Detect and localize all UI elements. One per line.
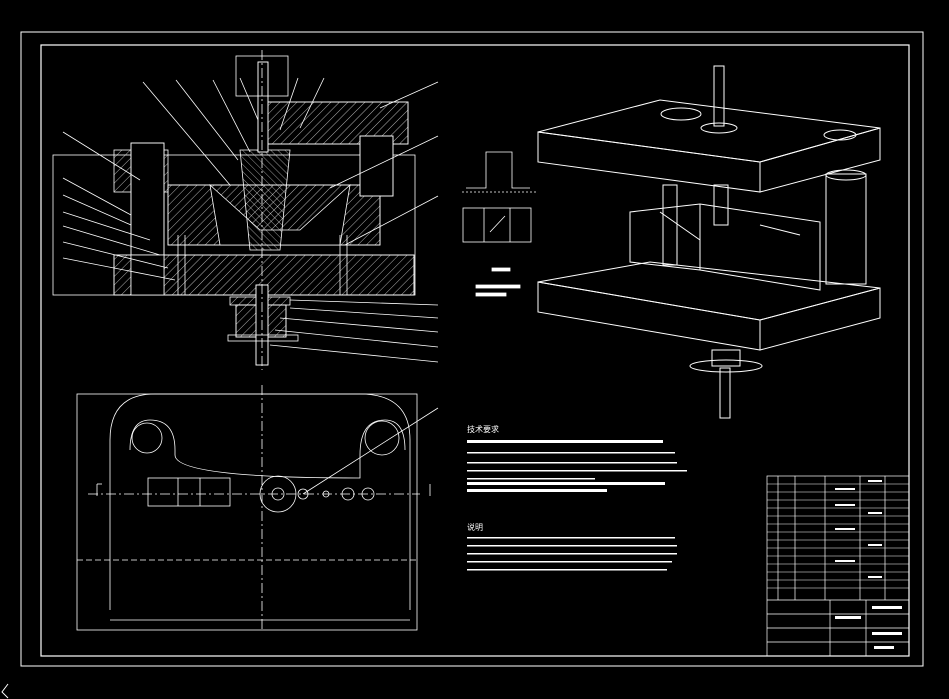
part-sketch (462, 151, 538, 297)
tech-heading: 技术要求 (467, 425, 499, 434)
inner-border (40, 44, 910, 657)
notes-block (467, 440, 687, 571)
section-view (52, 50, 439, 370)
title-block-rows (767, 483, 909, 589)
note-heading: 说明 (467, 523, 483, 532)
plan-view (76, 385, 439, 631)
title-block (766, 475, 910, 657)
title-block-fills (835, 480, 902, 649)
outer-border (20, 31, 924, 667)
cursor-icon (1, 683, 9, 699)
isometric-view (537, 65, 881, 419)
